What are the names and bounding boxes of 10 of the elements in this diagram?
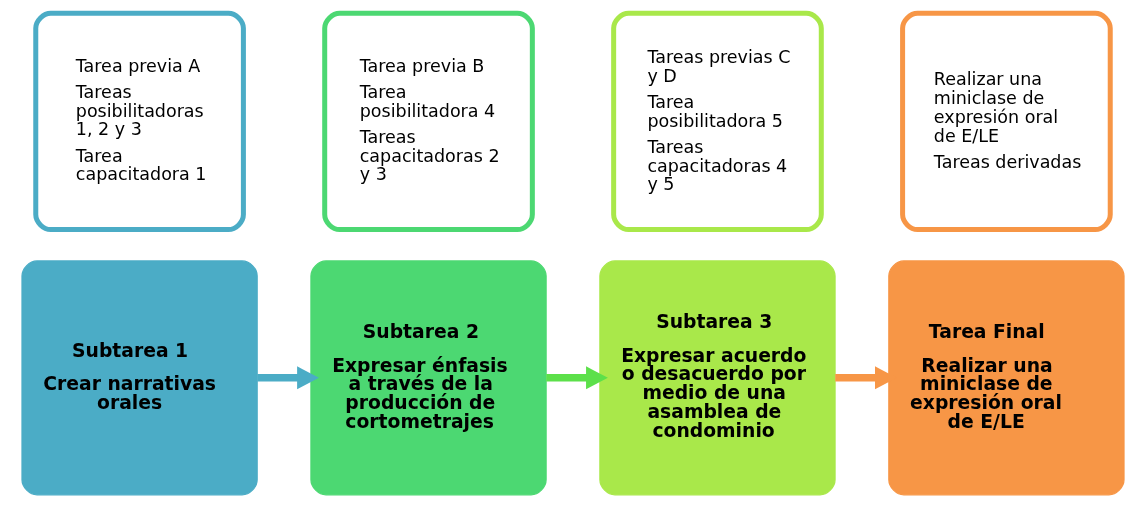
arrow	[545, 366, 608, 390]
node-box: Subtarea 1 Crear narrativas orales	[20, 260, 258, 496]
node-box: Tarea previa A Tareas posibilitadoras 1, 2 y 3 Tarea capacitadora 1	[32, 10, 246, 233]
node-box: Realizar una miniclase de expresión oral de E/LE Tareas derivadas	[899, 10, 1113, 233]
arrow	[256, 366, 319, 390]
node-box: Tareas previas C y D Tarea posibilitadora 5 Tareas capacitadoras 4 y 5	[610, 10, 824, 233]
node-box: Tarea Final Realizar una miniclase de expresión oral de E/LE	[887, 260, 1125, 496]
node-box: Subtarea 2 Expresar énfasis a través de la producción de cortometrajes	[309, 260, 547, 496]
node-box: Subtarea 3 Expresar acuerdo o desacuerdo por medio de una asamblea de condominio	[598, 260, 836, 496]
node-box: Tarea previa B Tarea posibilitadora 4 Tareas capacitadoras 2 y 3	[321, 10, 535, 233]
